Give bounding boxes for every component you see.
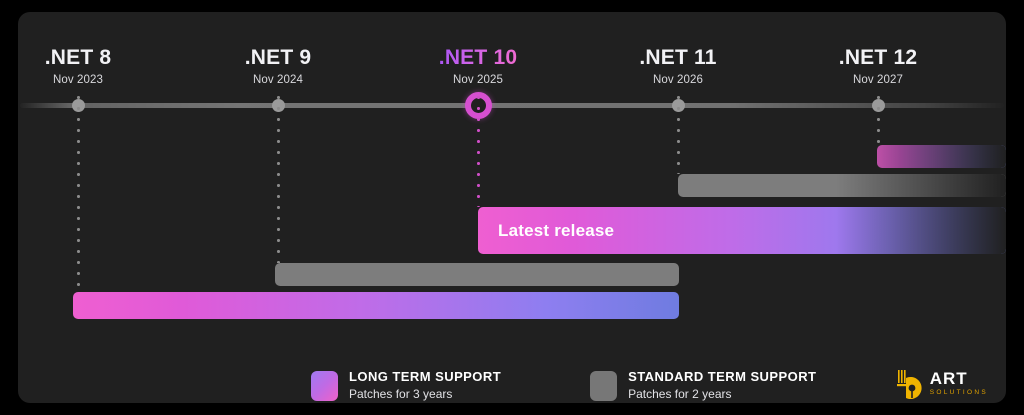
- brand-name: ART: [929, 369, 968, 388]
- milestone-date: Nov 2023: [52, 74, 104, 86]
- legend-item-standard: STANDARD TERM SUPPORT Patches for 2 years: [590, 369, 816, 402]
- milestone-date: Nov 2027: [852, 74, 904, 86]
- connector-dotted-line: [876, 92, 880, 145]
- legend-subtitle: Patches for 2 years: [628, 387, 732, 401]
- legend-swatch: [311, 370, 338, 401]
- support-bar-net-8[interactable]: [73, 292, 679, 319]
- bar-label: Latest release: [498, 220, 615, 240]
- connector-dotted-line: [276, 92, 280, 263]
- support-bar-net-11[interactable]: [678, 174, 1006, 197]
- milestone-label: .NET 12: [838, 46, 918, 69]
- connector-dotted-line: [676, 92, 680, 174]
- legend-subtitle: Patches for 3 years: [349, 387, 453, 401]
- milestone-date: Nov 2026: [652, 74, 704, 86]
- legend-title: LONG TERM SUPPORT: [349, 369, 502, 384]
- milestone-label: .NET 9: [244, 46, 312, 69]
- brand-subtitle: SOLUTIONS: [929, 389, 988, 396]
- support-bar-net-12[interactable]: [836, 145, 1006, 168]
- legend-text: STANDARD TERM SUPPORT Patches for 2 years: [628, 369, 816, 402]
- legend-title: STANDARD TERM SUPPORT: [628, 369, 817, 384]
- milestone-label: .NET 8: [44, 46, 112, 69]
- legend-text: LONG TERM SUPPORT Patches for 3 years: [349, 369, 501, 402]
- timeline-card: .NET 8 Nov 2023 .NET 9 Nov 2024 .NET 10 Nov 2…: [18, 12, 1006, 403]
- legend: LONG TERM SUPPORT Patches for 3 years STAN…: [311, 369, 816, 402]
- support-bar-net-10[interactable]: Latest release: [478, 207, 1006, 254]
- milestone-date: Nov 2024: [252, 74, 304, 86]
- milestone-date: Nov 2025: [452, 74, 504, 86]
- art-solutions-logo-icon: [896, 370, 922, 399]
- bar-fade-overlay: [836, 145, 1006, 168]
- bar-fade-overlay: [836, 207, 1006, 254]
- brand-logo: ART SOLUTIONS: [894, 368, 988, 400]
- timeline-axis: [20, 103, 1004, 108]
- bar-fade-overlay: [836, 174, 1006, 197]
- connector-dotted-line: [476, 92, 480, 207]
- connector-dotted-line: [76, 92, 80, 292]
- milestone-label: .NET 10: [438, 46, 518, 69]
- legend-item-long: LONG TERM SUPPORT Patches for 3 years: [311, 369, 501, 402]
- milestone-label: .NET 11: [639, 46, 717, 69]
- legend-swatch: [590, 370, 618, 401]
- brand-wordmark: ART SOLUTIONS: [930, 370, 988, 398]
- support-bar-net-9[interactable]: [275, 263, 679, 286]
